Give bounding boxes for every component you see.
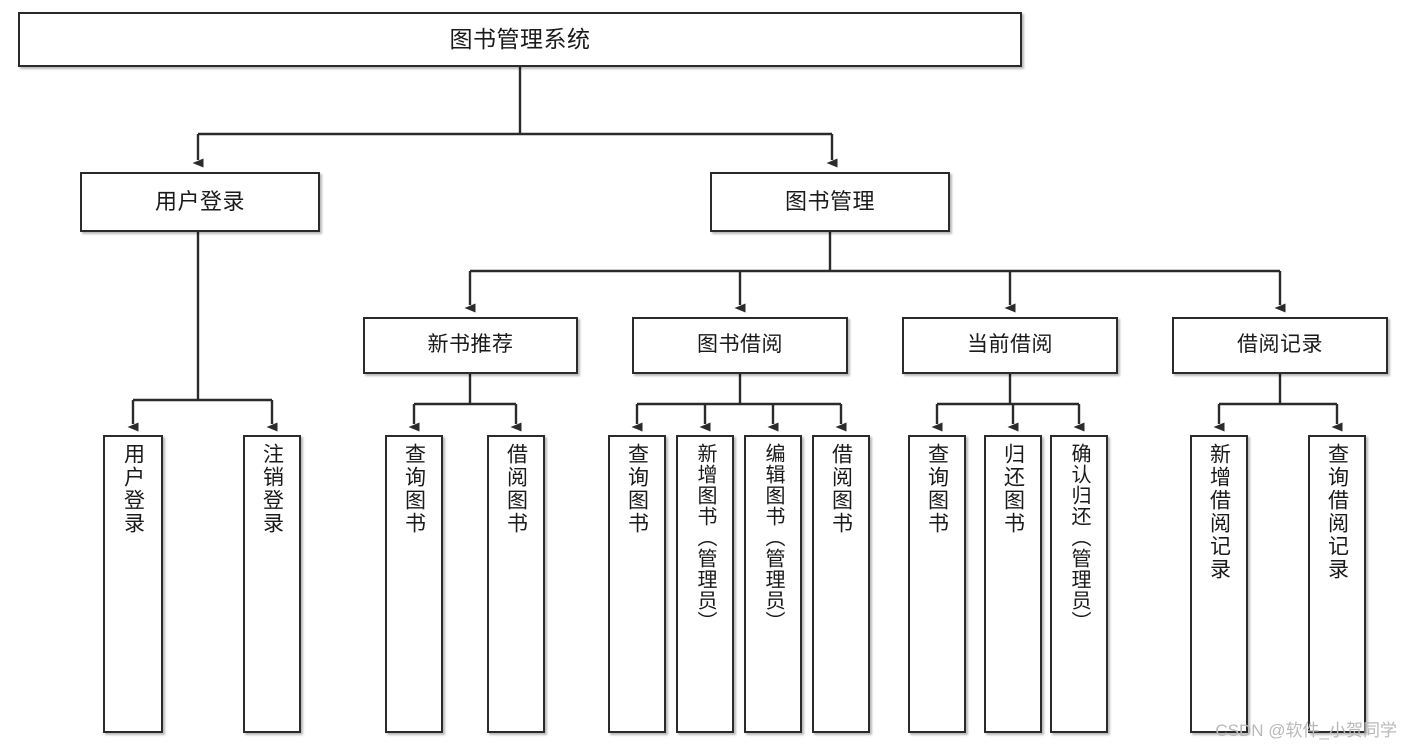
node-current-borrow-label: 当前借阅 <box>967 333 1053 357</box>
node-leaf-confirm-return[interactable]: 确认归还（管理员） <box>1050 435 1108 733</box>
node-leaf-borrow-book-1-label: 借阅图书 <box>504 443 528 535</box>
node-borrow-record[interactable]: 借阅记录 <box>1172 317 1388 374</box>
node-leaf-user-login-label: 用户登录 <box>121 443 145 535</box>
node-leaf-add-record-label: 新增借阅记录 <box>1207 443 1231 581</box>
node-user-login-label: 用户登录 <box>154 189 245 215</box>
node-leaf-query-record-label: 查询借阅记录 <box>1325 443 1349 581</box>
node-leaf-borrow-book-2-label: 借阅图书 <box>829 443 853 535</box>
node-root[interactable]: 图书管理系统 <box>18 12 1022 67</box>
node-current-borrow[interactable]: 当前借阅 <box>902 317 1118 374</box>
node-leaf-user-login[interactable]: 用户登录 <box>103 435 163 733</box>
node-borrow-record-label: 借阅记录 <box>1237 333 1323 357</box>
node-root-label: 图书管理系统 <box>449 26 591 53</box>
node-leaf-add-book-label: 新增图书（管理员） <box>694 443 716 632</box>
node-leaf-edit-book[interactable]: 编辑图书（管理员） <box>744 435 802 733</box>
node-leaf-user-logout[interactable]: 注销登录 <box>243 435 301 733</box>
node-leaf-borrow-book-1[interactable]: 借阅图书 <box>487 435 545 733</box>
node-book-borrow-label: 图书借阅 <box>697 333 783 357</box>
node-new-book-recommend[interactable]: 新书推荐 <box>363 317 578 374</box>
node-leaf-query-record[interactable]: 查询借阅记录 <box>1308 435 1366 733</box>
node-leaf-borrow-book-2[interactable]: 借阅图书 <box>812 435 870 733</box>
node-leaf-add-book[interactable]: 新增图书（管理员） <box>676 435 734 733</box>
node-new-book-recommend-label: 新书推荐 <box>427 333 514 357</box>
node-leaf-query-book-3-label: 查询图书 <box>925 443 949 535</box>
node-leaf-add-record[interactable]: 新增借阅记录 <box>1190 435 1248 733</box>
node-user-login[interactable]: 用户登录 <box>80 172 320 232</box>
node-leaf-user-logout-label: 注销登录 <box>260 443 284 535</box>
node-leaf-edit-book-label: 编辑图书（管理员） <box>762 443 784 632</box>
node-leaf-return-book-label: 归还图书 <box>1001 443 1025 535</box>
node-leaf-query-book-2[interactable]: 查询图书 <box>608 435 666 733</box>
node-book-borrow[interactable]: 图书借阅 <box>632 317 848 374</box>
node-leaf-query-book-1-label: 查询图书 <box>402 443 426 535</box>
node-leaf-query-book-2-label: 查询图书 <box>625 443 649 535</box>
node-leaf-query-book-3[interactable]: 查询图书 <box>908 435 966 733</box>
node-leaf-query-book-1[interactable]: 查询图书 <box>385 435 443 733</box>
node-leaf-confirm-return-label: 确认归还（管理员） <box>1068 443 1090 632</box>
node-leaf-return-book[interactable]: 归还图书 <box>984 435 1042 733</box>
node-book-management-label: 图书管理 <box>784 189 875 215</box>
watermark: CSDN @软件_小贺同学 <box>1215 721 1397 740</box>
node-book-management[interactable]: 图书管理 <box>710 172 950 232</box>
